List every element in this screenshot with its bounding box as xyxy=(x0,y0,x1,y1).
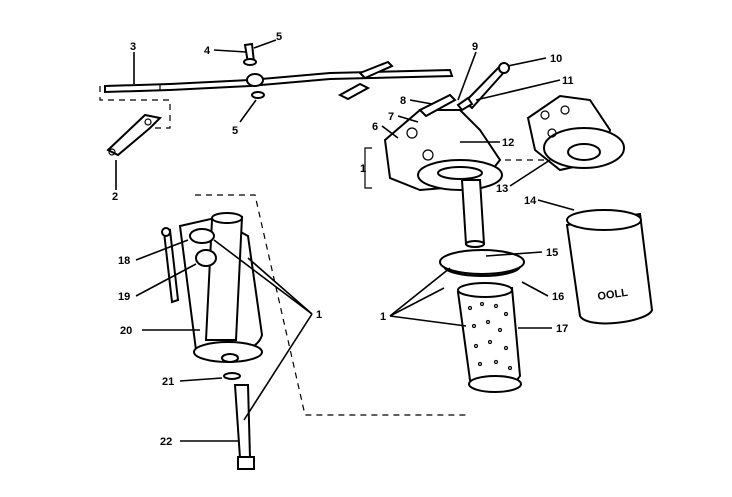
callout-11: 11 xyxy=(562,75,574,87)
leader-lines xyxy=(115,39,575,442)
element-perforations xyxy=(467,301,513,371)
callout-8: 8 xyxy=(400,95,406,107)
callout-7: 7 xyxy=(388,111,394,123)
bracket xyxy=(106,113,163,157)
callout-17: 17 xyxy=(556,323,568,335)
callout-13: 13 xyxy=(496,183,508,195)
left-filter-housing xyxy=(161,194,470,470)
spin-on-filter-can: OOLL xyxy=(565,209,654,325)
callout-12: 12 xyxy=(502,137,514,149)
callout-15: 15 xyxy=(546,247,558,259)
callout-10: 10 xyxy=(550,53,562,65)
filter-head xyxy=(364,62,510,248)
callout-3: 3 xyxy=(130,41,136,53)
callout-20: 20 xyxy=(120,325,132,337)
callout-5-top: 5 xyxy=(276,31,282,43)
callout-6: 6 xyxy=(372,121,378,133)
callout-1-center: 1 xyxy=(380,311,386,323)
callout-5-bottom: 5 xyxy=(232,125,238,137)
callout-18: 18 xyxy=(118,255,130,267)
can-print-text: OOLL xyxy=(597,287,629,303)
callout-9: 9 xyxy=(472,41,478,53)
callout-14: 14 xyxy=(524,195,537,207)
callout-1-head: 1 xyxy=(360,163,366,175)
spin-on-adapter xyxy=(505,94,625,172)
callout-21: 21 xyxy=(162,376,174,388)
callout-labels: 1 1 1 2 3 4 5 5 6 7 8 9 10 11 12 13 14 1… xyxy=(112,31,574,448)
callout-19: 19 xyxy=(118,291,130,303)
element-filter xyxy=(439,249,525,393)
vent-tube-assembly xyxy=(99,42,454,129)
callout-22: 22 xyxy=(160,436,172,448)
callout-2: 2 xyxy=(112,191,118,203)
callout-1-left: 1 xyxy=(316,309,322,321)
callout-4: 4 xyxy=(204,45,211,57)
callout-16: 16 xyxy=(552,291,564,303)
